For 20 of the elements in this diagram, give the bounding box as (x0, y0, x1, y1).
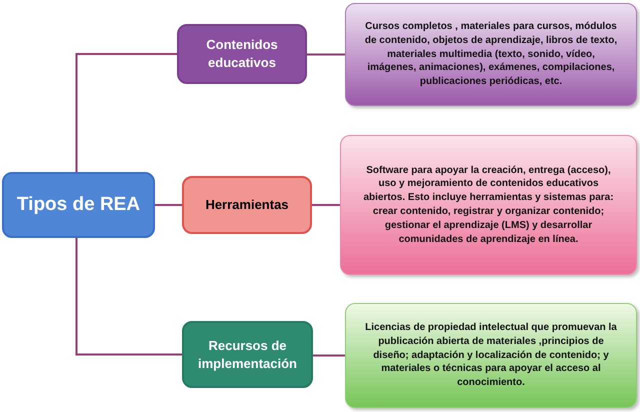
category-box (182, 321, 313, 388)
root-box (2, 172, 155, 238)
connector-line (313, 354, 345, 356)
description-box (340, 135, 637, 275)
box-text: Licencias de propiedad intelectual que promuevan la publicación abierta de materiales ,principios de diseño; adaptación y localización de contenido; y materiales o técnicas para apoyar el acceso al conocimiento. (364, 321, 618, 390)
box-text: Herramientas (205, 196, 289, 214)
connector-line (76, 53, 177, 172)
connector-line (155, 204, 182, 206)
box-text: Recursos de implementación (197, 336, 298, 372)
connector-line (307, 54, 345, 56)
category-box (177, 24, 307, 84)
box-text: Contenidos educativos (205, 36, 279, 72)
box-text: Tipos de REA (16, 194, 140, 216)
box-text: Cursos completos , materiales para cursos, módulos de contenido, objetos de aprendizaje, libros de texto, materiales multimedia (texto, sonido, vídeo, imágenes, animaciones), exámenes, compilaciones, publicaciones periódicas, etc. (364, 20, 618, 89)
description-box (345, 3, 637, 106)
description-box (345, 303, 637, 408)
box-text: Software para apoyar la creación, entrega (acceso), uso y mejoramiento de contenidos educativos abiertos. Esto incluye herramientas y sistemas para: crear contenido, registrar y organizar contenido; gestionar el aprendizaje (LMS) y desarrollar comunidades de aprendizaje en línea. (362, 164, 615, 246)
connector-line (312, 204, 340, 206)
connector-line (76, 238, 182, 356)
category-box (182, 176, 312, 234)
